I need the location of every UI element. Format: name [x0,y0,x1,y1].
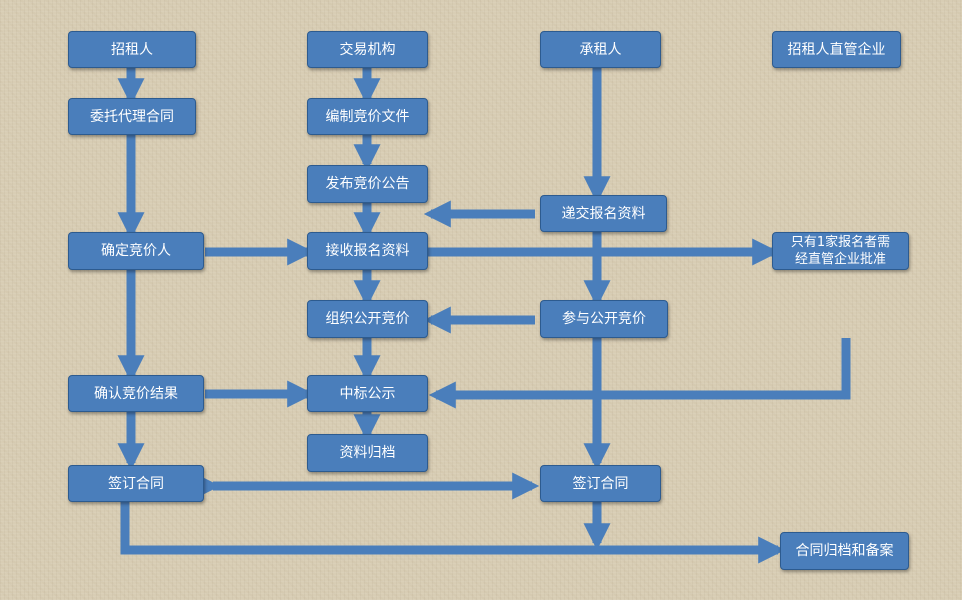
node-sign-contract-lessee: 签订合同 [540,465,661,502]
node-join-bidding: 参与公开竞价 [540,300,668,338]
node-publish-notice: 发布竞价公告 [307,165,428,203]
node-confirm-result: 确认竞价结果 [68,375,204,412]
node-exchange: 交易机构 [307,31,428,68]
node-single-registrant: 只有1家报名者需 经直管企业批准 [772,232,909,270]
node-award-notice: 中标公示 [307,375,428,412]
node-supervisor: 招租人直管企业 [772,31,901,68]
node-sign-contract-lessor: 签订合同 [68,465,204,502]
arrow-sign-to-archive-contract [120,502,786,564]
node-archive-docs: 资料归档 [307,434,428,472]
node-lessor: 招租人 [68,31,196,68]
node-submit-registration: 递交报名资料 [540,195,667,232]
node-organize-bidding: 组织公开竞价 [307,300,428,338]
node-archive-contract: 合同归档和备案 [780,532,909,570]
node-prepare-docs: 编制竞价文件 [307,98,428,135]
node-entrust-contract: 委托代理合同 [68,98,196,135]
arrow-supervisor-to-award [428,338,851,409]
node-receive-registration: 接收报名资料 [307,232,428,270]
node-lessee: 承租人 [540,31,661,68]
node-determine-bidder: 确定竞价人 [68,232,204,270]
